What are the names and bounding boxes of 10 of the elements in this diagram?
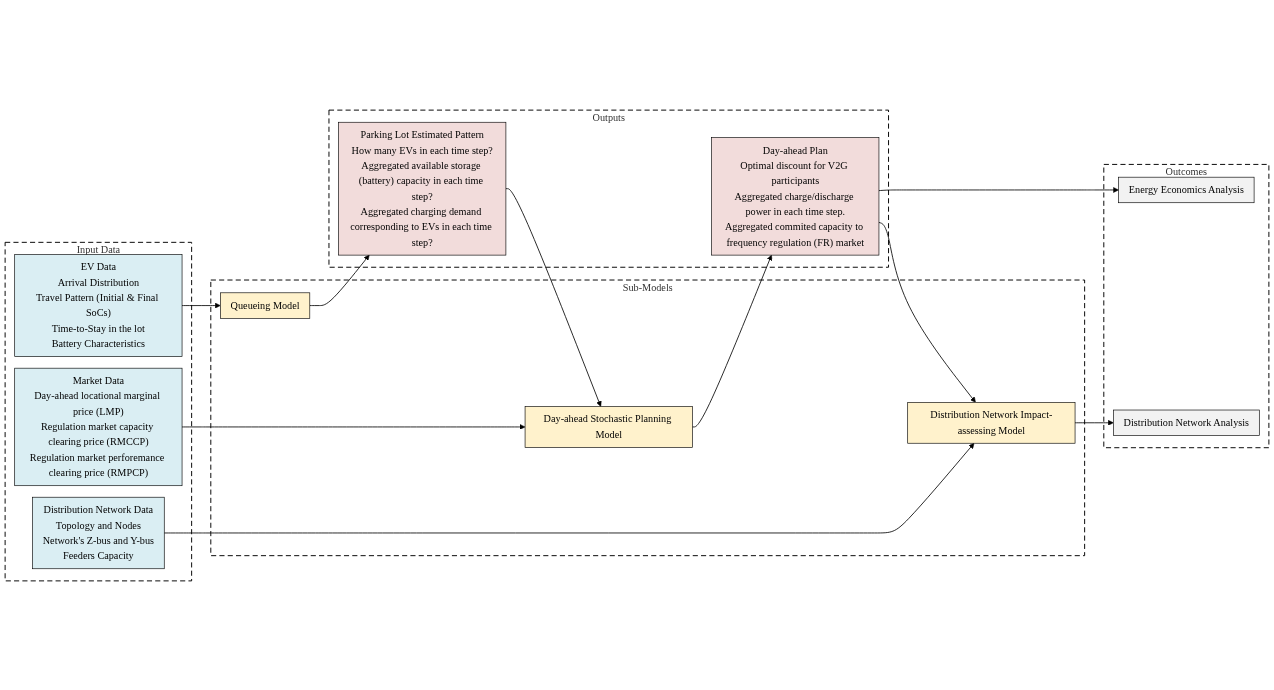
node-box: Day-ahead Stochastic Planning Model: [524, 405, 693, 448]
node-box: Distribution Network Data Topology and Nodes Network's Z-bus and Y-bus Feeders Capacity: [32, 496, 165, 569]
node-box: EV Data Arrival Distribution Travel Pattern (Initial & Final SoCs) Time-to-Stay in the lot Battery Characteristics: [14, 253, 183, 357]
node-box: Parking Lot Estimated Pattern How many EVs in each time step? Aggregated available storage (battery) capacity in each time step? Aggregated charging demand corresponding to EVs in each time step?: [338, 121, 507, 255]
node-box: Day-ahead Plan Optimal discount for V2G participants Aggregated charge/discharge power in each time step. Aggregated commited capacity to frequency regulation (FR) market: [711, 136, 880, 255]
node-box: Market Data Day-ahead locational marginal price (LMP) Regulation market capacity clearing price (RMCCP) Regulation market perforemance clearing price (RMPCP): [14, 367, 183, 486]
node-box: Energy Economics Analysis: [1118, 176, 1255, 203]
node-box: Distribution Network Analysis: [1113, 409, 1260, 436]
node-box: Queueing Model: [220, 292, 311, 319]
node-box: Distribution Network Impact-assessing Model: [907, 401, 1076, 444]
